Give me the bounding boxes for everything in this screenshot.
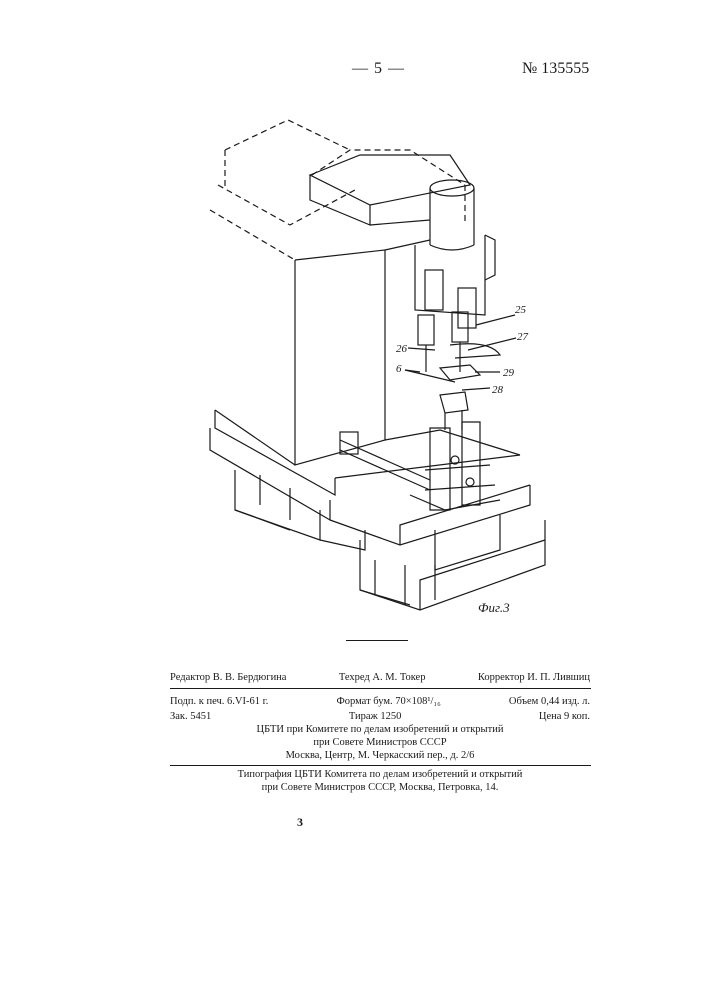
editor: Редактор В. В. Бердюгина [170,672,286,683]
label-27: 27 [517,331,529,343]
paper-format: Формат бум. 70×108¹/₁₆ [336,696,440,707]
label-28: 28 [492,384,504,396]
rule [170,688,591,689]
publisher-line-3: Москва, Центр, М. Черкасский пер., д. 2/… [170,750,590,761]
separator-short [346,640,408,641]
typography-line-2: при Совете Министров СССР, Москва, Петро… [170,782,590,793]
publisher-line-2: при Совете Министров СССР [170,737,590,748]
figure-caption: Фиг.3 [478,600,510,616]
typography-line-1: Типография ЦБТИ Комитета по делам изобре… [170,769,590,780]
rule [170,765,591,766]
circulation: Тираж 1250 [349,711,402,722]
label-25: 25 [515,304,527,316]
volume: Объем 0,44 изд. л. [509,696,590,707]
print-row-1: Подп. к печ. 6.VI-61 г. Формат бум. 70×1… [170,696,590,707]
footer-number: 3 [297,815,303,830]
credits-row: Редактор В. В. Бердюгина Техред А. М. То… [170,672,590,683]
price: Цена 9 коп. [539,711,590,722]
corrector: Корректор И. П. Лившиц [478,672,590,683]
print-row-2: Зак. 5451 Тираж 1250 Цена 9 коп. [170,711,590,722]
page-number: — 5 — [352,60,405,78]
publisher-line-1: ЦБТИ при Комитете по делам изобретений и… [170,724,590,735]
patent-number: № 135555 [522,60,589,78]
signed-date: Подп. к печ. 6.VI-61 г. [170,696,268,707]
dashed-gantry [210,120,465,260]
label-6: 6 [396,363,402,375]
technical-drawing: 25 26 27 6 29 28 [200,110,560,620]
order-number: Зак. 5451 [170,711,211,722]
label-26: 26 [396,343,408,355]
label-29: 29 [503,367,515,379]
techred: Техред А. М. Токер [339,672,426,683]
